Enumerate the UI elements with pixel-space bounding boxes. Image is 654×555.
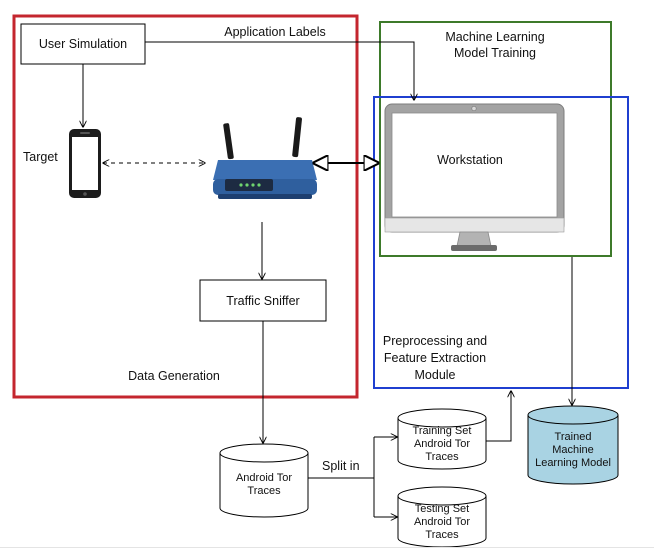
- testing-set-cylinder: [397, 486, 487, 548]
- preprocessing-label-line1: Preprocessing and: [383, 334, 487, 348]
- wireless-router-icon: [213, 117, 317, 199]
- data-generation-frame: [12, 14, 359, 399]
- ml-training-frame: [379, 21, 612, 257]
- android-tor-traces-cylinder: [219, 443, 309, 518]
- training-set-label-line1: Training Set: [413, 425, 472, 437]
- preprocessing-label-line2: Feature Extraction: [384, 351, 486, 365]
- traffic-sniffer-label: Traffic Sniffer: [226, 294, 299, 308]
- user-simulation-box: [20, 23, 146, 65]
- ml-training-label-line2: Model Training: [454, 46, 536, 60]
- workstation-label: Workstation: [437, 153, 503, 167]
- testing-set-label-line1: Testing Set: [415, 503, 469, 515]
- application-labels-label: Application Labels: [224, 25, 325, 39]
- training-set-label-line3: Traces: [425, 451, 459, 463]
- testing-set-label-line3: Traces: [425, 529, 459, 541]
- preprocessing-frame: [373, 96, 629, 389]
- trained-model-cylinder: [527, 405, 619, 485]
- data-generation-label: Data Generation: [128, 369, 220, 383]
- smartphone-icon: [69, 129, 101, 198]
- training-set-label-line2: Android Tor: [414, 438, 470, 450]
- android-tor-traces-label-line1: Android Tor: [236, 472, 292, 484]
- training-to-preprocessing-arrow: [486, 391, 511, 442]
- split-in-label: Split in: [322, 459, 360, 473]
- trained-model-label-line2: Machine: [552, 444, 594, 456]
- desktop-monitor-icon: [384, 103, 565, 251]
- training-set-cylinder: [397, 408, 487, 470]
- application-labels-connector: [145, 41, 414, 100]
- preprocessing-label-line3: Module: [415, 368, 456, 382]
- traffic-sniffer-box: [199, 279, 327, 322]
- android-tor-traces-label-line2: Traces: [247, 485, 281, 497]
- trained-model-label-line1: Trained: [555, 431, 592, 443]
- user-simulation-label: User Simulation: [39, 37, 127, 51]
- testing-set-label-line2: Android Tor: [414, 516, 470, 528]
- target-label: Target: [23, 150, 58, 164]
- ml-training-label-line1: Machine Learning: [445, 30, 544, 44]
- trained-model-label-line3: Learning Model: [535, 457, 611, 469]
- bottom-divider: [0, 547, 654, 548]
